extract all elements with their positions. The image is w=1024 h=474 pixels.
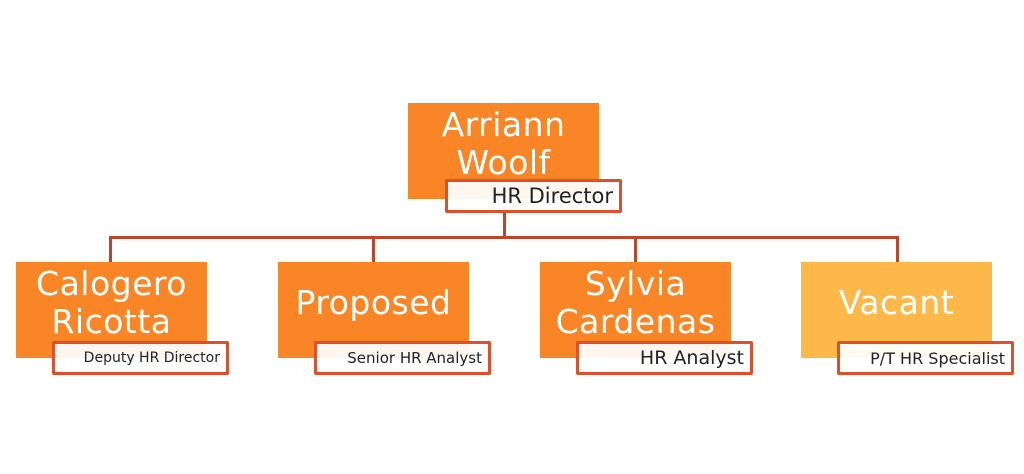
node-title: HR Analyst: [576, 341, 753, 375]
node-title: HR Director: [445, 179, 622, 213]
node-name: Sylvia Cardenas: [555, 264, 716, 341]
node-name: Proposed: [295, 283, 452, 322]
connector-horizontal: [109, 236, 899, 239]
connector-child-3: [634, 236, 637, 263]
node-name: Vacant: [838, 283, 955, 322]
connector-root: [503, 213, 506, 238]
node-title: Senior HR Analyst: [314, 341, 491, 375]
node-name: Calogero Ricotta: [36, 264, 187, 341]
connector-child-2: [372, 236, 375, 263]
node-name: Arriann Woolf: [441, 105, 566, 182]
node-title: P/T HR Specialist: [837, 341, 1014, 375]
node-title: Deputy HR Director: [52, 341, 229, 375]
node-child-2[interactable]: Proposed: [278, 262, 469, 358]
node-child-1[interactable]: Calogero Ricotta: [16, 262, 207, 358]
connector-child-1: [109, 236, 112, 263]
connector-child-4: [896, 236, 899, 263]
